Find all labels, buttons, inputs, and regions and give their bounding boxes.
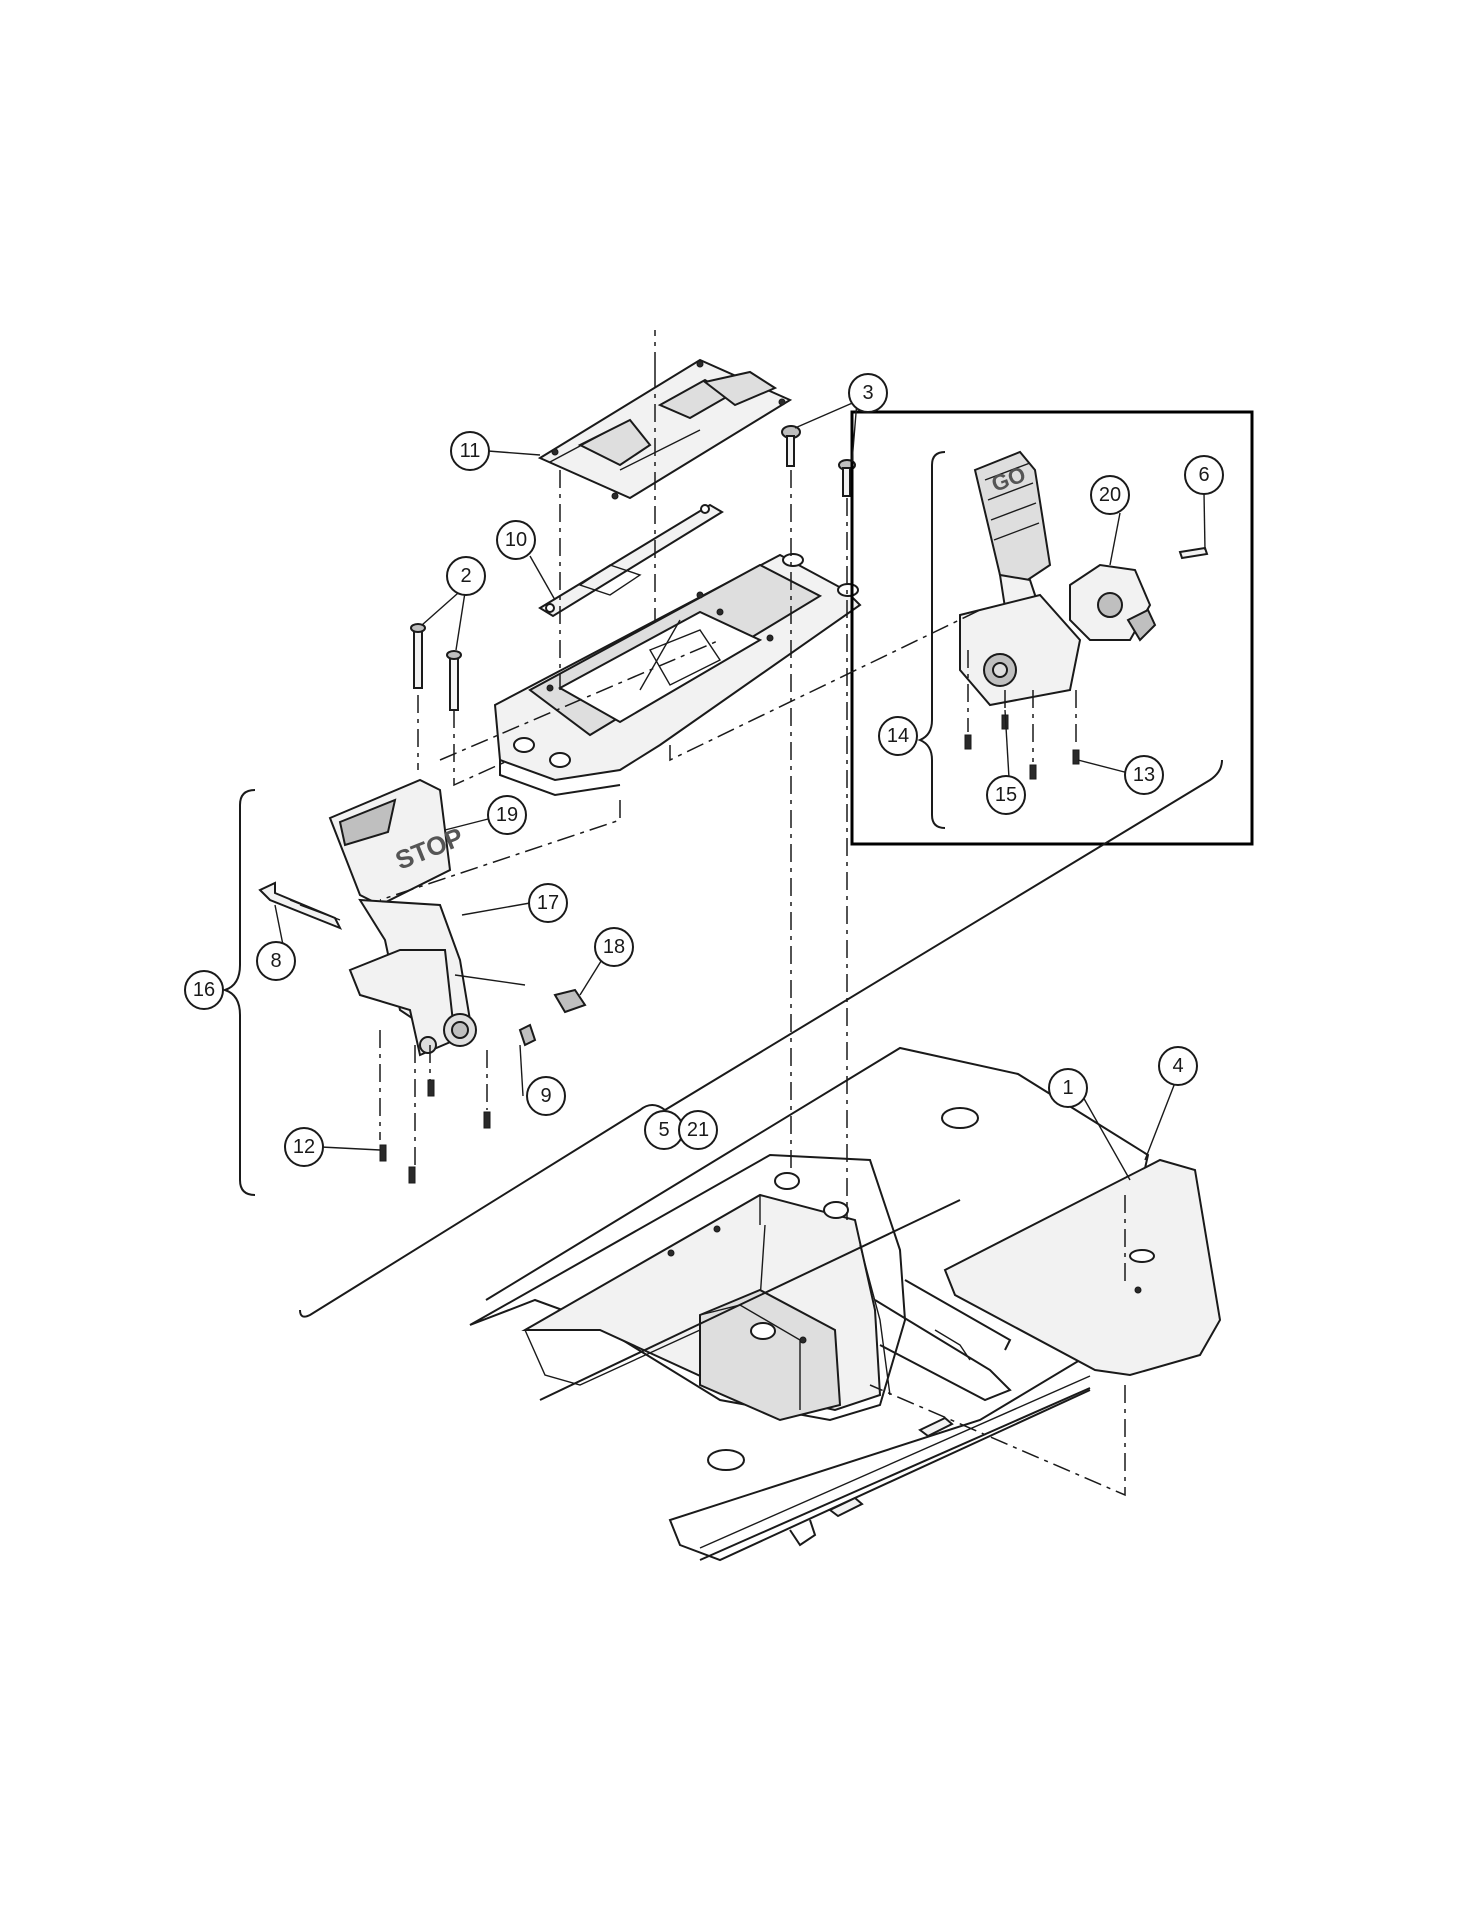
callout-21: 21 [678, 1110, 718, 1150]
callout-14-label: 14 [887, 725, 909, 747]
callout-19: 19 [487, 795, 527, 835]
callout-2-label: 2 [460, 565, 471, 587]
callout-5: 5 [644, 1110, 684, 1150]
stop-pedal-bolts [379, 1079, 491, 1184]
screw-2b [446, 650, 462, 711]
pedal-mounting-plate [493, 553, 862, 797]
callout-14: 14 [878, 716, 918, 756]
callout-19-label: 19 [496, 804, 518, 826]
callout-4-label: 4 [1172, 1055, 1183, 1077]
go-pedal-assembly: GO [959, 450, 1209, 707]
callout-4: 4 [1158, 1046, 1198, 1086]
callout-2: 2 [446, 556, 486, 596]
screw-2a [410, 623, 426, 689]
go-pedal-bolts [964, 714, 1080, 780]
callout-18: 18 [594, 927, 634, 967]
callout-20-label: 20 [1099, 484, 1121, 506]
callout-10-label: 10 [505, 529, 527, 551]
callout-8-label: 8 [270, 950, 281, 972]
callout-15-label: 15 [995, 784, 1017, 806]
cable-bracket-strip [538, 503, 724, 618]
callout-6-label: 6 [1198, 464, 1209, 486]
screw-3a [781, 425, 801, 467]
callout-13: 13 [1124, 755, 1164, 795]
callout-11-label: 11 [460, 440, 481, 462]
callout-9: 9 [526, 1076, 566, 1116]
callout-17: 17 [528, 883, 568, 923]
callout-8: 8 [256, 941, 296, 981]
callout-13-label: 13 [1133, 764, 1155, 786]
callout-11: 11 [450, 431, 490, 471]
callout-3: 3 [848, 373, 888, 413]
callout-12-label: 12 [293, 1136, 315, 1158]
callout-1: 1 [1048, 1068, 1088, 1108]
inset-frame [850, 410, 1254, 846]
callout-9-label: 9 [540, 1085, 551, 1107]
callout-21-label: 21 [687, 1119, 709, 1141]
callout-15: 15 [986, 775, 1026, 815]
callout-6: 6 [1184, 455, 1224, 495]
callout-5-label: 5 [658, 1119, 669, 1141]
floor-panel [469, 1046, 1150, 1562]
group-brackets [221, 451, 1223, 1318]
callout-16-label: 16 [193, 979, 215, 1001]
callout-16: 16 [184, 970, 224, 1010]
callout-17-label: 17 [537, 892, 559, 914]
pedal-cover-plate [537, 358, 793, 500]
projection-lines [379, 330, 1126, 1497]
callout-20: 20 [1090, 475, 1130, 515]
floor-mat [943, 1158, 1222, 1377]
callout-3-label: 3 [862, 382, 873, 404]
callout-12: 12 [284, 1127, 324, 1167]
callout-1-label: 1 [1062, 1077, 1073, 1099]
callout-18-label: 18 [603, 936, 625, 958]
callout-10: 10 [496, 520, 536, 560]
